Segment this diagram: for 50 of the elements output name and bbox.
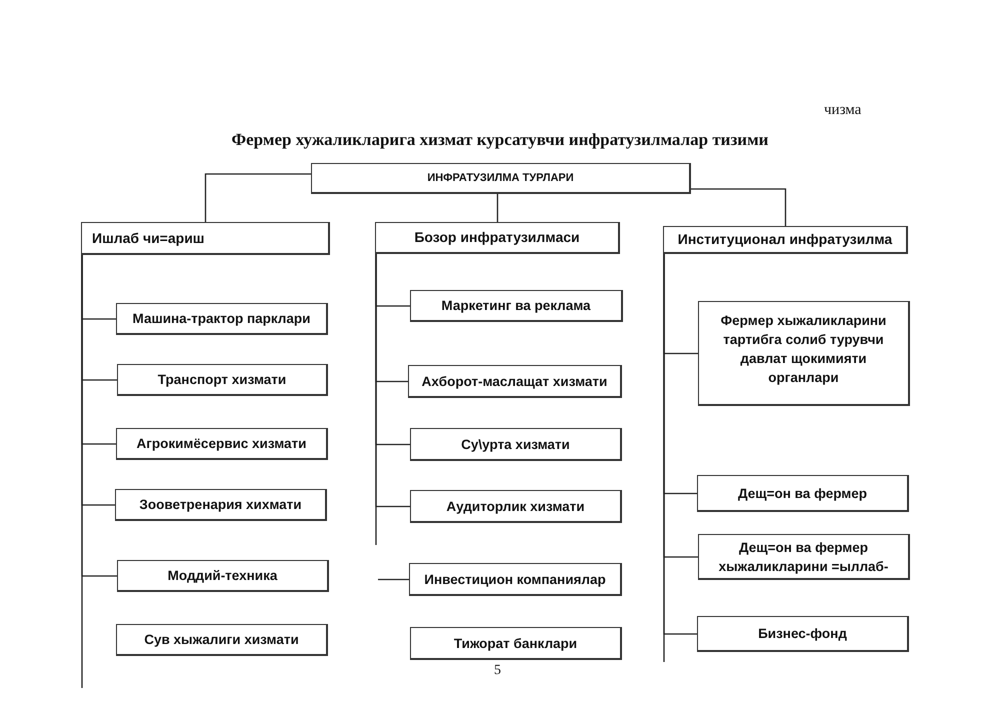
service-box xyxy=(698,534,910,580)
group-header-box xyxy=(375,222,620,254)
service-box xyxy=(697,616,909,652)
box-text: Дещ=он ва фермер хыжаликларини =ыллаб- xyxy=(718,538,890,576)
figure-label: чизма xyxy=(824,102,862,119)
box-text: Машина-трактор парклари xyxy=(132,310,310,328)
category-box xyxy=(311,163,691,194)
service-box xyxy=(410,428,622,461)
diagram-title: Фермер хужаликларига хизмат курсатувчи инфратузилмалар тизими xyxy=(232,130,768,150)
box-text: Фермер хыжаликларини тартибга солиб турувчи давлат щокимияти органлари xyxy=(720,312,888,387)
box-text: Инвестицион компаниялар xyxy=(424,570,606,588)
connector-line xyxy=(378,578,409,580)
connector-line xyxy=(496,194,498,222)
group-header-box xyxy=(663,226,908,254)
connector-line xyxy=(81,255,117,577)
box-text: Ахборот-маслащат хизмати xyxy=(422,372,608,390)
service-box xyxy=(116,624,328,656)
connector-line xyxy=(663,254,697,635)
page-number: 5 xyxy=(494,662,501,679)
box-text: Бозор инфратузилмаси xyxy=(414,228,580,247)
box-text: Моддий-техника xyxy=(168,567,278,585)
service-box xyxy=(698,301,910,406)
box-text: Зооветренария хихмати xyxy=(139,496,302,514)
box-text: Дещ=он ва фермер xyxy=(738,484,868,502)
service-box xyxy=(409,563,622,596)
service-box xyxy=(117,364,328,396)
box-text: Тижорат банклари xyxy=(454,634,578,652)
connector-line xyxy=(204,173,311,222)
box-text: Бизнес-фонд xyxy=(758,625,847,643)
box-text: Аудиторлик хизмати xyxy=(446,498,585,516)
box-text: Су\урта хизмати xyxy=(461,436,570,454)
service-box xyxy=(410,490,622,523)
box-text: Сув хыжалиги хизмати xyxy=(144,631,299,649)
box-text: Институционал инфратузилма xyxy=(678,230,892,249)
connector-line xyxy=(691,188,786,226)
service-box xyxy=(410,627,622,660)
connector-line xyxy=(375,254,410,508)
box-text: Маркетинг ва реклама xyxy=(441,297,591,315)
service-box xyxy=(115,489,327,521)
service-box xyxy=(697,475,909,512)
service-box xyxy=(117,560,329,592)
box-text: Агрокимёсервис хизмати xyxy=(136,435,306,453)
service-box xyxy=(116,428,328,460)
box-text: Ишлаб чи=ариш xyxy=(92,228,204,248)
group-header-box xyxy=(81,222,330,255)
box-text: Транспорт хизмати xyxy=(158,371,286,389)
box-text: ИНФРАТУЗИЛМА ТУРЛАРИ xyxy=(427,171,574,185)
service-box xyxy=(410,290,623,322)
service-box xyxy=(116,303,328,335)
service-box xyxy=(408,365,622,398)
